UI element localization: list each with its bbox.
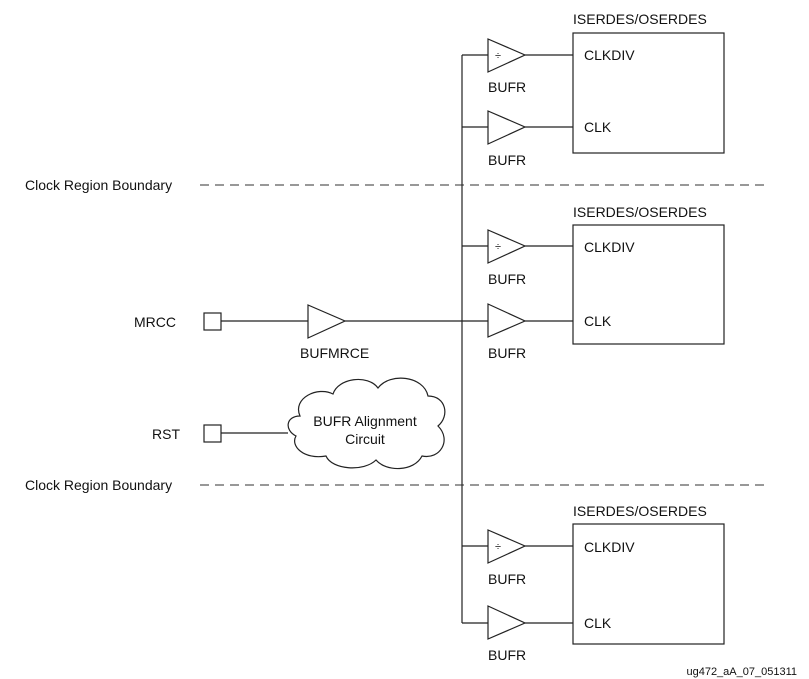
top-serdes-block (572, 32, 725, 154)
bufr-alignment-circuit: BUFR Alignment Circuit (287, 377, 446, 470)
top-serdes-title: ISERDES/OSERDES (573, 11, 707, 27)
bot-clkdiv-port: CLKDIV (584, 539, 635, 555)
bot-serdes-block (572, 523, 725, 645)
bot-bufr-div-label: BUFR (488, 571, 526, 587)
top-region: ÷ BUFR BUFR ISERDES/OSERDES CLKDIV CLK (462, 11, 725, 168)
alignment-cloud-shape (287, 377, 446, 470)
mid-bufr-div-triangle (487, 229, 527, 264)
boundary-label-bottom: Clock Region Boundary (25, 477, 172, 493)
bot-bufr-clk-triangle (487, 605, 527, 640)
mid-divide-symbol: ÷ (495, 241, 501, 253)
bufmrce-buffer: BUFMRCE (300, 304, 488, 361)
bot-bufr-div-triangle (487, 529, 527, 564)
rst-pad (203, 424, 222, 443)
figure-id: ug472_aA_07_051311 (686, 666, 797, 678)
top-bufr-div-triangle (487, 38, 527, 73)
rst-label: RST (152, 426, 180, 442)
mid-bufr-clk-label: BUFR (488, 345, 526, 361)
mid-bufr-clk-triangle (487, 303, 527, 338)
top-clkdiv-port: CLKDIV (584, 47, 635, 63)
alignment-label-line1: BUFR Alignment (313, 413, 417, 429)
clock-region-boundary-top: Clock Region Boundary (25, 177, 767, 193)
bot-divide-symbol: ÷ (495, 541, 501, 553)
top-bufr-div-label: BUFR (488, 79, 526, 95)
mrcc-label: MRCC (134, 314, 176, 330)
bufmrce-triangle (307, 304, 347, 339)
mrcc-pad (203, 312, 222, 331)
bot-serdes-title: ISERDES/OSERDES (573, 503, 707, 519)
mid-serdes-block (572, 224, 725, 345)
mid-clkdiv-port: CLKDIV (584, 239, 635, 255)
middle-region: ÷ BUFR BUFR ISERDES/OSERDES CLKDIV CLK (462, 204, 725, 361)
top-bufr-clk-label: BUFR (488, 152, 526, 168)
top-clk-port: CLK (584, 119, 612, 135)
top-divide-symbol: ÷ (495, 50, 501, 62)
rst-input: RST (152, 424, 288, 443)
bot-clk-port: CLK (584, 615, 612, 631)
mrcc-input: MRCC (134, 312, 308, 331)
bot-bufr-clk-label: BUFR (488, 647, 526, 663)
bottom-region: ÷ BUFR BUFR ISERDES/OSERDES CLKDIV CLK (462, 503, 725, 663)
top-bufr-clk-triangle (487, 110, 527, 145)
mid-clk-port: CLK (584, 313, 612, 329)
boundary-label-top: Clock Region Boundary (25, 177, 172, 193)
alignment-label-line2: Circuit (345, 431, 385, 447)
clock-region-boundary-bottom: Clock Region Boundary (25, 477, 767, 493)
mid-bufr-div-label: BUFR (488, 271, 526, 287)
mid-serdes-title: ISERDES/OSERDES (573, 204, 707, 220)
bufmrce-label: BUFMRCE (300, 345, 369, 361)
